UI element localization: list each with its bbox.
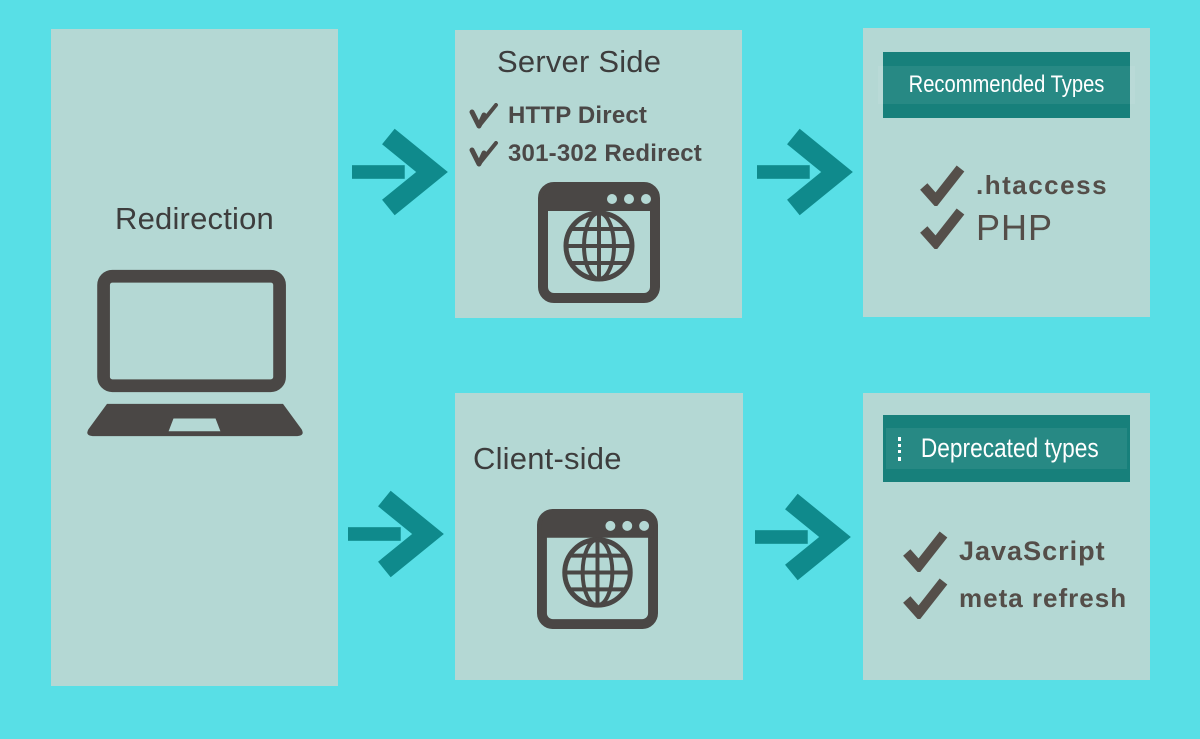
bold-check-icon <box>903 577 948 619</box>
client-side-title: Client-side <box>473 441 622 476</box>
deprecated-item-javascript: JavaScript <box>903 527 1106 575</box>
recommended-types-header: Recommended Types <box>878 52 1136 118</box>
dots-decoration <box>897 436 901 461</box>
server-item-label: HTTP Direct <box>508 102 648 129</box>
browser-window-icon <box>537 508 658 630</box>
arrow-right-icon <box>755 490 855 584</box>
recommended-item-php: PHP <box>920 204 1053 252</box>
bold-check-icon <box>920 207 965 249</box>
server-item-http-direct: HTTP Direct <box>469 100 647 132</box>
browser-window-icon <box>538 182 660 303</box>
arrow-right-icon <box>348 487 448 581</box>
recommended-types-header-label: Recommended Types <box>908 71 1105 98</box>
deprecated-item-label: JavaScript <box>959 535 1106 566</box>
header-inner-highlight: Deprecated types <box>885 428 1128 469</box>
arrow-right-icon <box>352 125 452 219</box>
recommended-item-label: PHP <box>976 207 1054 248</box>
redirection-panel: Redirection <box>51 29 338 686</box>
server-side-panel: Server Side HTTP Direct 301-302 Redirect <box>455 30 742 318</box>
scribble-check-icon <box>469 141 499 167</box>
recommended-types-panel: Recommended Types .htaccess PHP <box>863 28 1150 317</box>
header-inner-highlight: Recommended Types <box>878 66 1136 104</box>
arrow-right-icon <box>757 125 857 219</box>
server-side-title: Server Side <box>497 44 662 79</box>
bold-check-icon <box>903 530 948 572</box>
recommended-item-label: .htaccess <box>976 169 1109 200</box>
deprecated-item-label: meta refresh <box>959 582 1128 613</box>
scribble-check-icon <box>469 103 499 129</box>
laptop-icon <box>82 264 308 440</box>
bold-check-icon <box>920 164 965 206</box>
server-item-label: 301-302 Redirect <box>508 140 702 167</box>
deprecated-item-meta-refresh: meta refresh <box>903 574 1127 622</box>
client-side-panel: Client-side <box>455 393 743 680</box>
server-item-301-302: 301-302 Redirect <box>469 138 702 170</box>
deprecated-types-header: Deprecated types <box>883 415 1130 482</box>
recommended-item-htaccess: .htaccess <box>920 161 1108 209</box>
deprecated-types-panel: Deprecated types JavaScript meta refresh <box>863 393 1150 680</box>
deprecated-types-header-label: Deprecated types <box>920 433 1099 463</box>
redirection-title: Redirection <box>114 201 274 236</box>
